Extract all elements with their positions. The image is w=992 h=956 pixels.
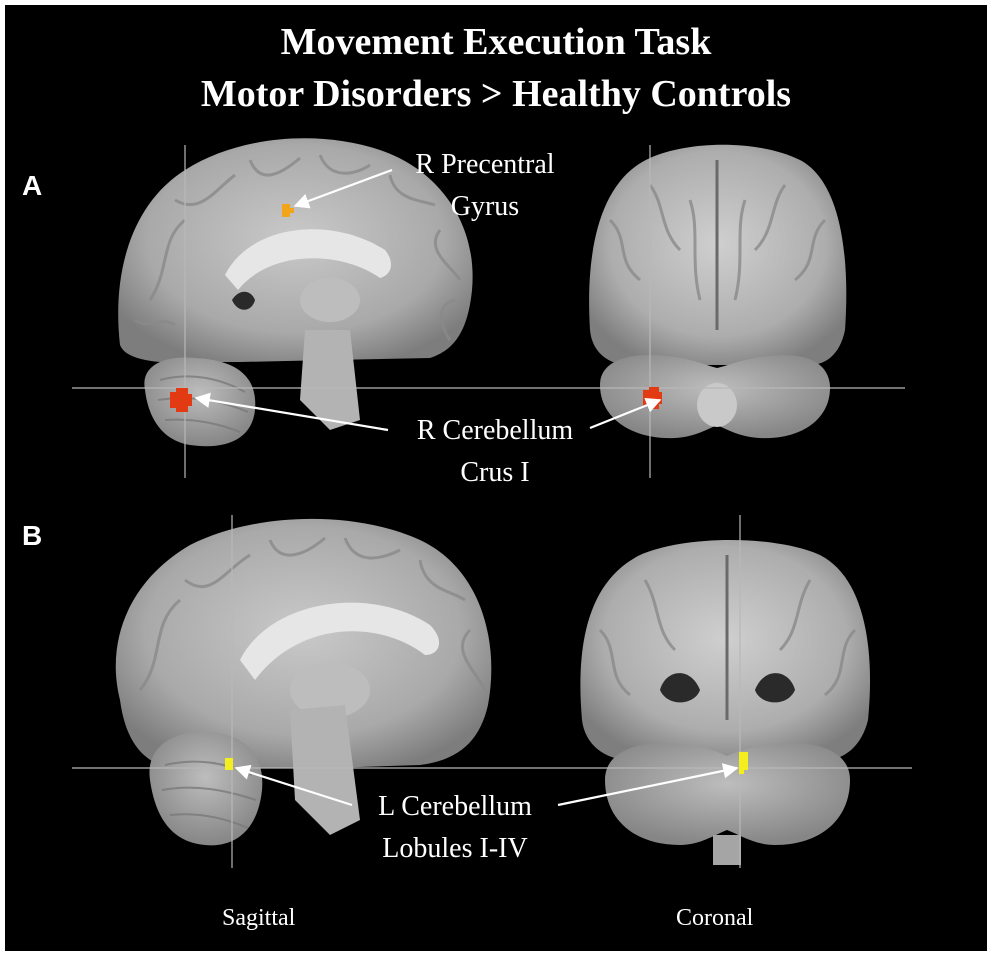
- panel-a-sagittal-slice: [118, 138, 473, 447]
- arrow-precentral: [293, 168, 393, 209]
- annotation-precentral-line1: R Precentral: [415, 149, 555, 180]
- annotation-a-cerebellum-line2: Crus I: [460, 457, 530, 488]
- view-label-coronal: Coronal: [676, 905, 754, 931]
- arrow-b-sagittal-cerebellum: [234, 764, 353, 807]
- crosshairs: [72, 145, 912, 868]
- panel-label-b: B: [22, 520, 43, 551]
- figure-title-line1: Movement Execution Task: [280, 21, 712, 63]
- activation-a-sagittal-cerebellum: [170, 388, 192, 412]
- arrow-a-sagittal-cerebellum: [194, 392, 389, 432]
- panel-a-coronal-slice: [589, 144, 847, 439]
- arrow-a-coronal-cerebellum: [589, 397, 662, 430]
- activation-precentral: [282, 204, 294, 217]
- figure-title-line2: Motor Disorders > Healthy Controls: [200, 73, 792, 115]
- annotation-precentral-line2: Gyrus: [450, 191, 520, 222]
- annotation-b-cerebellum-line1: L Cerebellum: [378, 791, 532, 822]
- view-label-sagittal: Sagittal: [222, 905, 296, 931]
- panel-b-sagittal-slice: [115, 518, 492, 846]
- panel-label-a: A: [22, 170, 43, 201]
- arrow-b-coronal-cerebellum: [557, 763, 739, 807]
- annotation-b-cerebellum-line2: Lobules I-IV: [382, 833, 528, 864]
- activations: [170, 204, 748, 774]
- activation-b-sagittal-cerebellum: [225, 758, 233, 770]
- panel-b-coronal-slice: [580, 540, 871, 865]
- activation-b-coronal-cerebellum: [739, 752, 748, 774]
- annotation-a-cerebellum-line1: R Cerebellum: [416, 415, 574, 446]
- annotation-arrows: [194, 168, 739, 807]
